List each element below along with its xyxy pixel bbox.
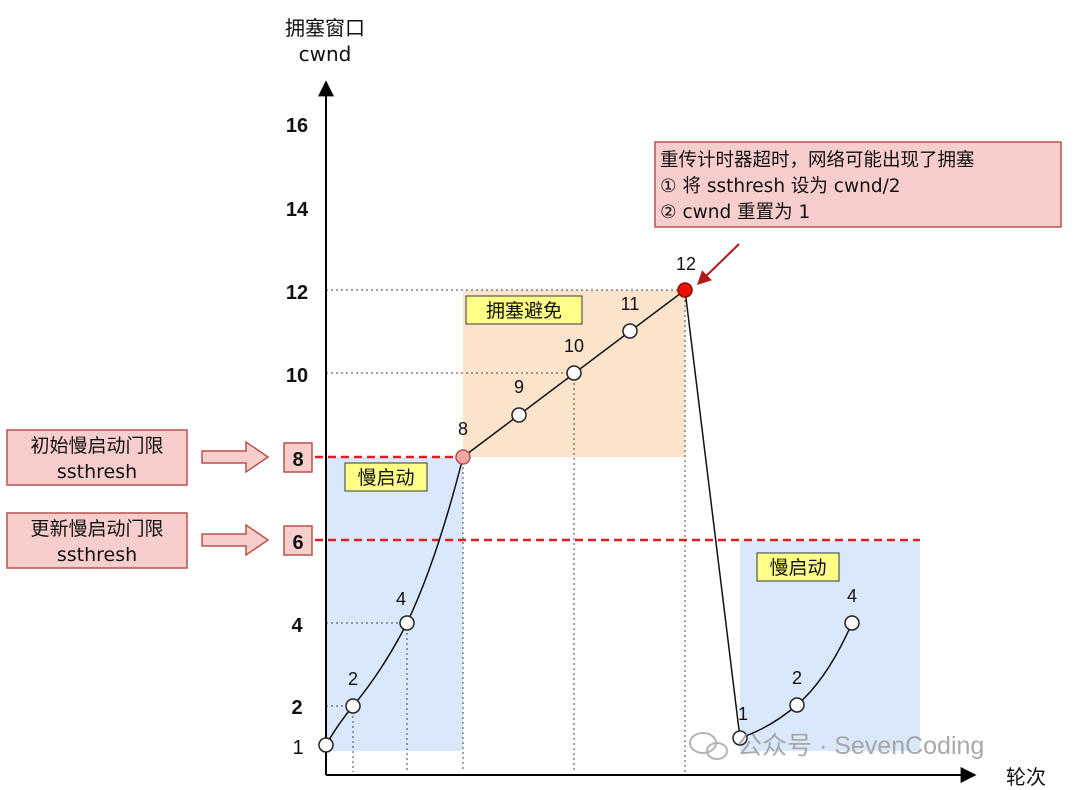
timeout-note-box xyxy=(654,141,1062,228)
x-axis-title: 轮次 xyxy=(1006,765,1046,789)
wechat-icon xyxy=(689,732,728,760)
guide-lines xyxy=(326,289,686,772)
point-label-restart-2: 2 xyxy=(792,668,802,688)
y-tick-8-box xyxy=(283,442,313,473)
avoidance-label: 拥塞避免 xyxy=(486,300,562,322)
point-label-11: 11 xyxy=(621,294,640,314)
y-tick-16: 16 xyxy=(286,115,308,137)
timeout-arrow xyxy=(696,243,740,285)
point-round7 xyxy=(622,323,638,339)
watermark: 公众号 · SevenCoding xyxy=(737,732,984,760)
y-tick-6-box xyxy=(283,525,313,556)
point-label-8: 8 xyxy=(458,419,468,439)
slow-start-label-1-box xyxy=(344,462,428,492)
slow-start-label-1: 慢启动 xyxy=(357,467,414,489)
point-round6 xyxy=(566,365,582,381)
point-round1 xyxy=(318,737,334,753)
y-axis-title: 拥塞窗口 xyxy=(285,16,365,40)
data-points xyxy=(318,282,860,753)
y-tick-12: 12 xyxy=(286,282,308,304)
cwnd-curve-phase1 xyxy=(325,288,741,746)
point-restart3 xyxy=(844,615,860,631)
point-label-12: 12 xyxy=(676,254,696,274)
point-restart1 xyxy=(732,730,748,746)
y-tick-1: 1 xyxy=(292,737,303,759)
y-tick-2: 2 xyxy=(291,697,302,719)
y-axis-subtitle: cwnd xyxy=(299,42,352,66)
threshold-8-arrow-icon xyxy=(201,440,270,474)
point-timeout xyxy=(677,282,693,298)
timeout-note-line1: 重传计时器超时，网络可能出现了拥塞 xyxy=(660,150,975,171)
point-label-4: 4 xyxy=(396,589,406,609)
point-label-10: 10 xyxy=(564,336,584,356)
slow-start-label-2-box xyxy=(756,552,840,582)
point-label-2: 2 xyxy=(348,669,358,689)
threshold-6-arrow-icon xyxy=(201,523,270,557)
point-label-restart-1: 1 xyxy=(738,704,748,724)
y-tick-10: 10 xyxy=(286,365,308,387)
point-round2 xyxy=(345,698,361,714)
y-tick-8: 8 xyxy=(292,449,303,471)
point-label-restart-4: 4 xyxy=(847,586,857,606)
timeout-note-line2: ① 将 ssthresh 设为 cwnd/2 xyxy=(660,176,901,197)
updated-threshold-line2: ssthresh xyxy=(57,544,137,566)
point-restart2 xyxy=(789,697,805,713)
initial-threshold-line2: ssthresh xyxy=(57,461,137,483)
initial-threshold-line1: 初始慢启动门限 xyxy=(30,435,163,457)
point-round4 xyxy=(455,449,471,465)
point-label-9: 9 xyxy=(514,377,524,397)
initial-threshold-box xyxy=(6,429,188,486)
avoidance-label-box xyxy=(465,295,583,325)
timeout-note-line3: ② cwnd 重置为 1 xyxy=(660,202,810,223)
y-tick-4: 4 xyxy=(291,615,303,637)
updated-threshold-line1: 更新慢启动门限 xyxy=(30,518,163,540)
point-round5 xyxy=(511,407,527,423)
slow-start-label-2: 慢启动 xyxy=(769,557,826,579)
y-tick-6: 6 xyxy=(292,532,303,554)
y-tick-14: 14 xyxy=(286,199,309,221)
updated-threshold-box xyxy=(6,512,188,569)
point-round3 xyxy=(399,615,415,631)
